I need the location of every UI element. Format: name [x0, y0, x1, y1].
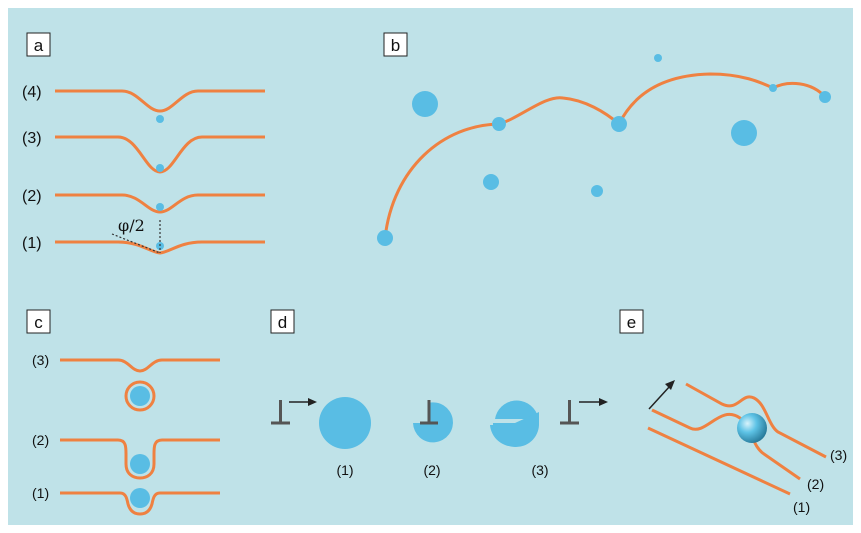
arrow-right-icon — [289, 398, 317, 406]
panel-e-line-3 — [685, 382, 827, 459]
panel-b-particle — [483, 174, 499, 190]
panel-a-tangent-guide — [111, 233, 161, 254]
dislocation-icon — [420, 400, 438, 425]
panel-e-letter-box — [619, 309, 644, 334]
panel-d-particle-3-body — [492, 412, 539, 448]
panel-e-label-3: (3) — [830, 447, 847, 463]
panel-d-particle-3-upper — [495, 400, 537, 419]
panel-a-letter-box — [26, 32, 51, 57]
panel-c-loop — [124, 380, 156, 412]
panel-c-label-1: (1) — [32, 485, 49, 501]
arrow-right-icon — [579, 398, 608, 406]
panel-a-line-2 — [55, 193, 265, 214]
panel-a-line-4 — [55, 89, 265, 113]
panel-e-letter: e — [627, 313, 636, 332]
panel-c-line-1 — [60, 491, 220, 516]
panel-d-label-2: (2) — [423, 462, 440, 478]
panel-c-letter-box — [26, 309, 51, 334]
panel-e-label-1: (1) — [793, 499, 810, 515]
arrow-icon — [648, 380, 675, 410]
panel-e: e (3) (2) (1) — [619, 309, 847, 515]
panel-b-particle — [377, 230, 393, 246]
panel-b-particle — [611, 116, 627, 132]
sphere-icon — [737, 413, 767, 443]
panel-c-particle-1 — [130, 488, 150, 508]
panel-a-particle-3 — [156, 164, 164, 172]
panel-c-label-2: (2) — [32, 432, 49, 448]
panel-c-particle-3 — [130, 386, 150, 406]
panel-e-label-2: (2) — [807, 476, 824, 492]
dislocation-icon — [560, 400, 579, 425]
panel-b-particle — [412, 91, 438, 117]
panel-b: b — [377, 32, 831, 246]
panel-d: d (1) (2) (3) — [270, 309, 608, 478]
panel-b-particle — [819, 91, 831, 103]
panel-a-label-4: (4) — [22, 84, 42, 101]
panel-a-particle-4 — [156, 115, 164, 123]
panel-c-label-3: (3) — [32, 352, 49, 368]
panel-d-label-3: (3) — [531, 462, 548, 478]
panel-a-label-1: (1) — [22, 235, 42, 252]
panel-b-particle — [731, 120, 757, 146]
panel-c-line-3 — [60, 358, 220, 373]
panel-c-letter: c — [34, 313, 43, 332]
panel-e-line-1 — [647, 426, 791, 496]
panel-a-label-2: (2) — [22, 188, 42, 205]
panel-b-letter: b — [391, 36, 400, 55]
panel-d-letter: d — [278, 313, 287, 332]
panel-d-particle-1 — [319, 397, 371, 449]
panel-c-line-2 — [60, 438, 220, 480]
panel-a: a (4) (3) (2) φ/2 (1) — [22, 32, 265, 255]
panel-b-particle — [591, 185, 603, 197]
panel-b-particle — [769, 84, 777, 92]
figure-background — [8, 8, 853, 525]
panel-a-label-3: (3) — [22, 130, 42, 147]
panel-b-particle — [654, 54, 662, 62]
panel-a-particle-2 — [156, 203, 164, 211]
panel-a-angle-label: φ/2 — [118, 216, 145, 235]
panel-e-line-2 — [651, 408, 801, 481]
panel-d-letter-box — [270, 309, 295, 334]
panel-d-label-1: (1) — [336, 462, 353, 478]
panel-b-particle — [492, 117, 506, 131]
panel-c-particle-2 — [130, 454, 150, 474]
panel-a-letter: a — [34, 36, 44, 55]
dislocation-icon — [271, 400, 290, 425]
panel-b-letter-box — [383, 32, 408, 57]
panel-c: c (3) (2) (1) — [26, 309, 220, 516]
